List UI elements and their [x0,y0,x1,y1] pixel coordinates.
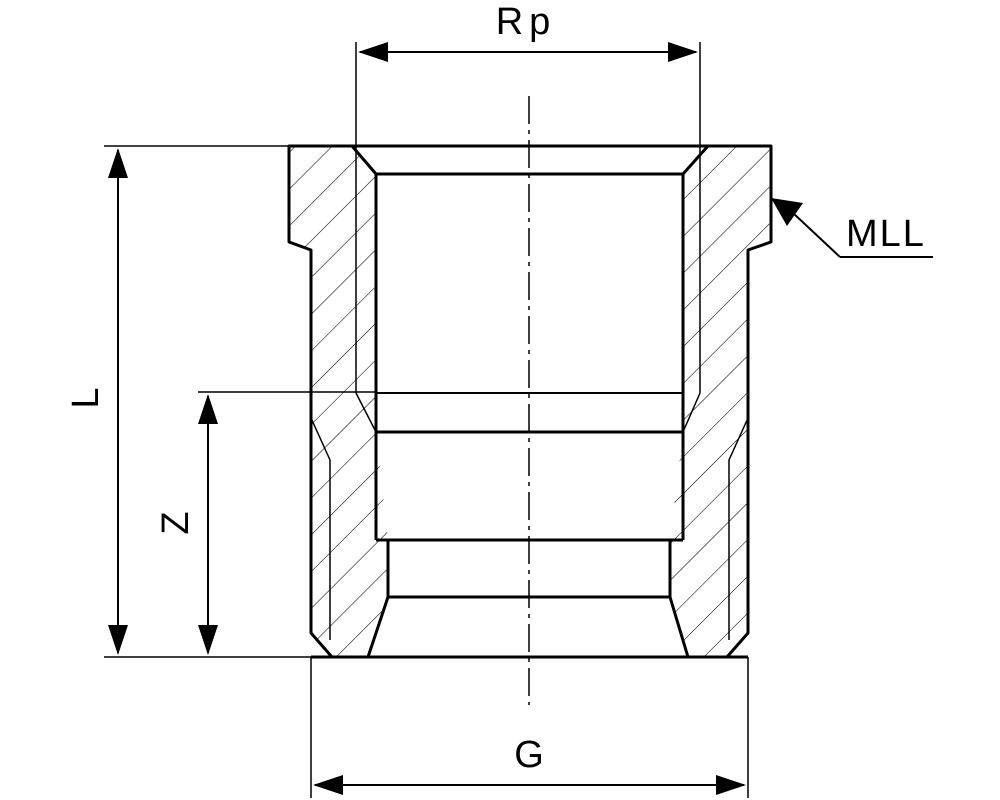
l-label: L [65,387,107,408]
l-arrow-top [108,148,128,178]
rp-arrow-left [358,42,388,62]
l-dimension: L [65,145,311,658]
right-bottom-chamfer [668,596,690,658]
right-outer-thread [728,417,749,640]
mll-leader-line [792,212,841,258]
z-arrow-bottom [198,625,218,655]
g-arrow-left [313,775,343,795]
right-wall-section [670,146,771,657]
g-dimension: G [310,657,749,798]
mll-arrow [771,198,803,226]
rp-arrow-right [668,42,698,62]
thread-lines [310,146,749,640]
left-thread-runout [355,392,377,433]
right-thread-runout [682,392,701,433]
left-outer-thread [310,417,331,640]
left-wall-section [289,146,388,657]
mll-leader: MLL [771,198,933,258]
mll-label: MLL [846,213,926,255]
z-arrow-top [198,394,218,424]
right-top-chamfer [681,145,710,175]
left-bottom-chamfer [366,596,390,658]
z-dimension: Z [155,391,376,655]
z-label: Z [155,511,197,534]
g-arrow-right [716,775,746,795]
l-arrow-bottom [108,625,128,655]
fitting-outline [287,144,773,659]
section-hatching [289,146,771,657]
g-label: G [514,734,544,776]
rp-dimension: Rp [355,1,701,146]
rp-label: Rp [496,1,557,43]
